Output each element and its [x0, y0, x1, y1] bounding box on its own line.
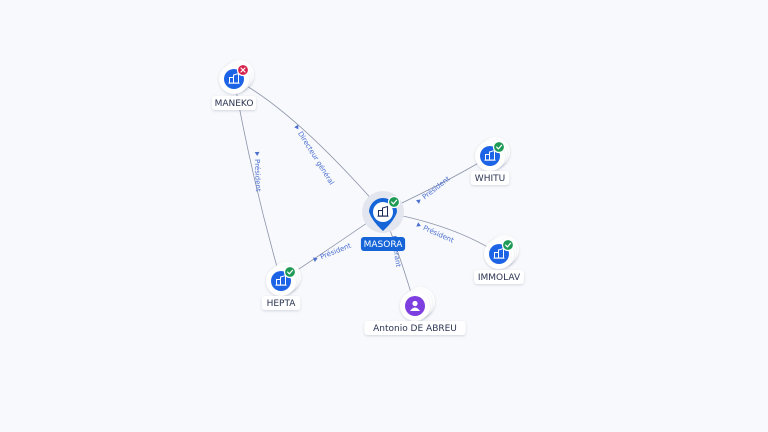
node-label-text: MASORA — [364, 240, 404, 250]
active-badge-icon — [387, 195, 401, 209]
active-badge-icon — [283, 265, 297, 279]
active-badge-icon — [501, 238, 515, 252]
edge-maneko-masora: Directeur général — [233, 78, 384, 213]
edge-line — [233, 78, 384, 213]
edge-arrow-icon — [294, 124, 299, 130]
node-label: HEPTA — [261, 296, 301, 310]
nodes-layer: MASORA MANEKO WHITU IMMOLAV HEPTA Antonio DE … — [211, 60, 524, 335]
edge-arrow-icon — [254, 151, 260, 157]
edge-label-group: Président — [253, 151, 262, 192]
closed-badge-icon — [236, 63, 250, 77]
edge-label: Gérant — [391, 243, 402, 268]
building-icon — [377, 205, 389, 217]
node-maneko[interactable]: MANEKO — [211, 60, 257, 110]
edge-label: Directeur général — [296, 130, 335, 186]
active-badge-icon — [492, 140, 506, 154]
node-label-text: IMMOLAV — [478, 273, 521, 283]
node-whitu[interactable]: WHITU — [470, 137, 510, 185]
node-label-text: WHITU — [475, 174, 505, 184]
edge-label-group: Directeur général — [294, 124, 335, 186]
node-label: IMMOLAV — [474, 270, 524, 284]
node-masora[interactable]: MASORA — [360, 191, 406, 251]
node-label: MANEKO — [211, 96, 257, 110]
node-label: Antonio DE ABREU — [364, 321, 466, 335]
edge-label-group: Président — [312, 242, 353, 262]
main-node-label: MASORA — [360, 237, 406, 251]
node-label: WHITU — [470, 171, 510, 185]
edge-label-group: Président — [416, 175, 452, 204]
edge-arrow-icon — [416, 222, 421, 227]
node-hepta[interactable]: HEPTA — [261, 262, 301, 310]
edge-arrow-icon — [416, 199, 421, 204]
node-label-text: HEPTA — [267, 299, 297, 309]
person-icon — [410, 300, 420, 311]
node-label-text: Antonio DE ABREU — [373, 324, 457, 334]
node-immolav[interactable]: IMMOLAV — [474, 235, 524, 284]
node-abreu[interactable]: Antonio DE ABREU — [364, 287, 466, 335]
edge-label: Président — [253, 159, 262, 192]
edge-label: Président — [421, 175, 452, 202]
edge-label: Président — [422, 224, 455, 245]
node-label-text: MANEKO — [215, 99, 254, 109]
edge-arrow-icon — [312, 257, 318, 262]
